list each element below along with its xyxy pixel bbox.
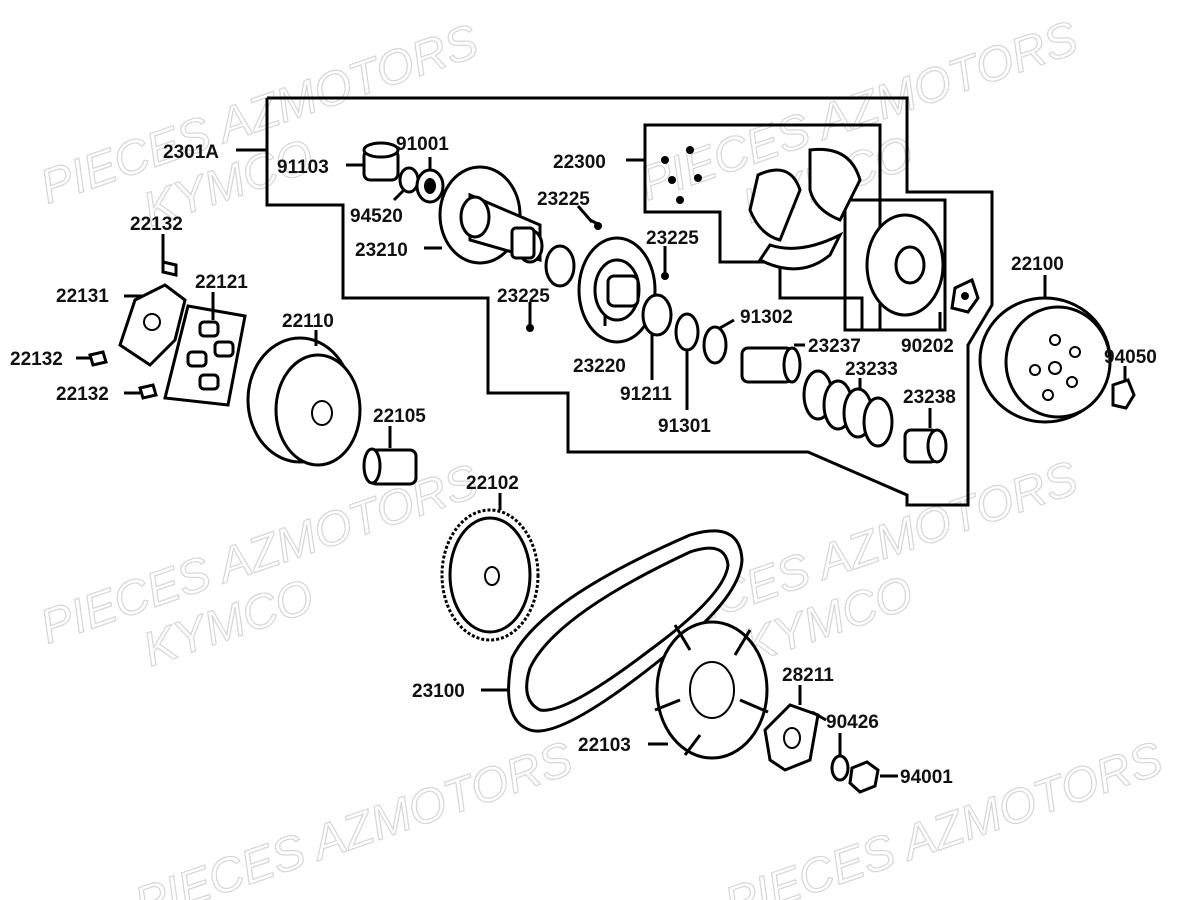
o-ring-part	[702, 325, 728, 365]
part-label: 22103	[578, 735, 631, 756]
part-label: 22102	[466, 473, 519, 494]
part-label: 22131	[56, 286, 109, 307]
part-label: 22132	[10, 349, 63, 370]
drive-belt-part	[507, 529, 744, 733]
part-label: 22100	[1011, 254, 1064, 275]
part-label: 23238	[903, 387, 956, 408]
clutch-plate-outline	[843, 198, 947, 332]
cooling-fan-part	[654, 620, 769, 760]
oil-seal-part	[641, 293, 673, 337]
movable-driven-face-part	[577, 236, 657, 344]
part-label: 23210	[355, 240, 408, 261]
part-label: 90202	[901, 336, 954, 357]
ball-bearing-part	[415, 168, 445, 204]
kick-ratchet-part	[763, 703, 820, 772]
leader-lines	[76, 148, 1127, 778]
slider-part	[138, 383, 158, 400]
starter-gear-part	[440, 508, 540, 642]
part-label: 91302	[740, 307, 793, 328]
part-label: 22300	[553, 152, 606, 173]
part-label: 94050	[1104, 347, 1157, 368]
slide-piece-plate-outline	[163, 304, 247, 407]
part-label: 2301A	[163, 142, 219, 163]
o-ring-part	[674, 312, 700, 352]
part-label: 91103	[277, 157, 329, 178]
slider-part	[161, 260, 178, 277]
seal-collar-part	[740, 346, 802, 384]
part-label: 91001	[396, 134, 449, 155]
part-label: 91301	[658, 416, 711, 437]
guide-pin-part	[661, 258, 669, 280]
drive-collar-part	[362, 447, 418, 486]
drive-face-nut-part	[848, 760, 880, 794]
part-label: 22121	[195, 272, 248, 293]
part-label: 23225	[646, 228, 699, 249]
circlip-part	[398, 166, 420, 194]
part-label: 22105	[373, 406, 426, 427]
part-label: 23225	[537, 189, 590, 210]
clutch-nut-part	[950, 277, 980, 314]
washer-part	[830, 754, 850, 782]
clutch-plate-part	[865, 213, 945, 317]
fixed-driven-face-part	[438, 165, 544, 265]
part-label: 94001	[900, 767, 953, 788]
driven-spring-part	[802, 369, 894, 448]
drive-face-part	[246, 336, 362, 467]
part-label: 91211	[620, 384, 672, 405]
clutch-outer-part	[978, 296, 1112, 424]
part-label: 23233	[845, 359, 898, 380]
part-label: 22132	[130, 214, 183, 235]
spring-seat-part	[903, 428, 948, 464]
slider-part	[88, 350, 108, 367]
oil-seal-part	[544, 244, 576, 288]
part-label: 28211	[782, 665, 834, 686]
driven-pulley-assembly-outline	[265, 96, 994, 507]
part-label: 23100	[412, 681, 465, 702]
guide-pin-part	[526, 310, 534, 332]
watermark-text: PIECES AZMOTORS	[128, 732, 579, 900]
part-label: 22132	[56, 384, 109, 405]
part-label: 90426	[826, 712, 879, 733]
part-label: 22110	[282, 311, 334, 332]
part-label: 23225	[497, 286, 550, 307]
part-label: 23237	[808, 336, 861, 357]
outer-nut-part	[1111, 378, 1136, 410]
needle-bearing-part	[362, 141, 400, 182]
clutch-shoe-part	[661, 146, 862, 271]
part-label: 23220	[573, 356, 626, 377]
part-labels: 2301A 91103 91001 94520 23210 22300 2322…	[10, 134, 1157, 788]
weight-roller-part	[186, 320, 235, 391]
ramp-plate-part	[118, 283, 187, 367]
part-label: 94520	[350, 206, 403, 227]
